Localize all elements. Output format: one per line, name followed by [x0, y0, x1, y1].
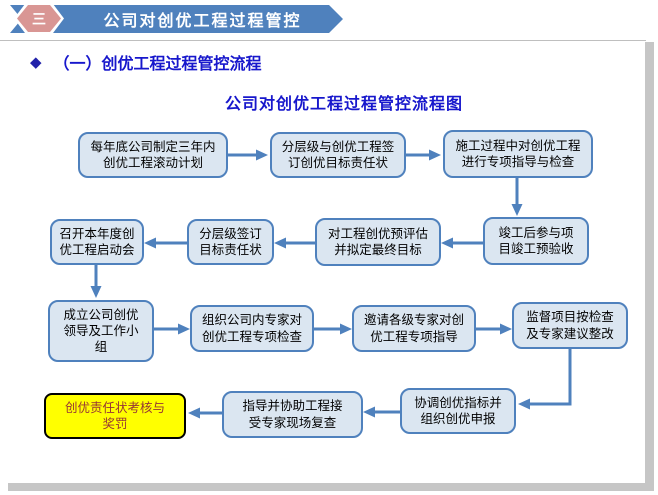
- header-title: 公司对创优工程过程管控: [103, 11, 302, 30]
- diamond-bullet-icon: ◆: [30, 53, 42, 71]
- flow-box-supervise-rectify: 监督项目按检查 及专家建议整改: [512, 302, 628, 349]
- flow-box-sign-responsibility: 分层级与创优工程签 订创优目标责任状: [270, 132, 406, 178]
- flow-box-pre-acceptance: 竣工后参与项 目竣工预验收: [483, 217, 589, 265]
- flow-box-invite-expert-guide: 邀请各级专家对创 优工程专项指导: [352, 305, 476, 352]
- flow-box-level-sign: 分层级签订 目标责任状: [187, 219, 274, 265]
- page-shadow-bottom: [8, 483, 654, 491]
- flow-box-assessment-reward: 创优责任状考核与 奖罚: [44, 393, 186, 439]
- section-heading: ◆ （一）创优工程过程管控流程: [30, 50, 262, 74]
- flow-box-kickoff-meeting: 召开本年度创 优工程启动会: [50, 219, 144, 265]
- flow-box-construction-guide: 施工过程中对创优工程 进行专项指导与检查: [443, 130, 593, 178]
- flow-box-leading-group: 成立公司创优 领导及工作小 组: [48, 300, 154, 362]
- hexagon-badge-icon: 三: [14, 2, 64, 35]
- hexagon-badge-label: 三: [17, 5, 61, 32]
- header-banner: 公司对创优工程过程管控: [10, 5, 343, 33]
- flow-box-site-recheck: 指导并协助工程接 受专家现场复查: [222, 391, 363, 438]
- header-divider: [0, 40, 646, 41]
- section-heading-text: （一）创优工程过程管控流程: [53, 54, 262, 73]
- flow-box-coordinate-declare: 协调创优指标并 组织创优申报: [400, 388, 516, 434]
- flow-box-pre-evaluate: 对工程创优预评估 并拟定最终目标: [315, 218, 441, 266]
- flow-box-annual-plan: 每年底公司制定三年内 创优工程滚动计划: [78, 132, 228, 178]
- flow-box-internal-expert-check: 组织公司内专家对 创优工程专项检查: [190, 305, 314, 352]
- diagram-title: 公司对创优工程过程管控流程图: [224, 94, 463, 113]
- page-shadow-right: [645, 42, 654, 488]
